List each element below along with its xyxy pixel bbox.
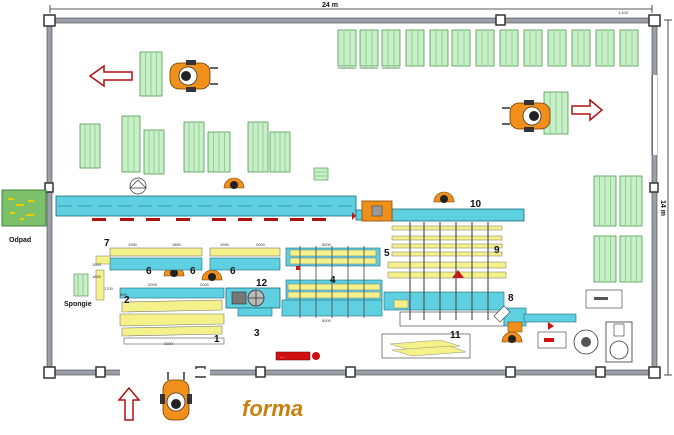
forklift-top-left-icon	[170, 60, 218, 92]
storage-rack	[248, 122, 268, 172]
storage-rack	[406, 30, 424, 66]
dimension-value: 1900	[92, 262, 102, 267]
conveyor-marker	[146, 218, 160, 221]
station-number: 11	[450, 330, 461, 341]
station-number: 9	[494, 245, 500, 256]
station-number: 6	[146, 266, 152, 277]
conveyor-markers	[92, 218, 326, 221]
station-number: 10	[470, 199, 482, 210]
dimension-value: 6500	[322, 242, 332, 247]
waste-area: Odpad	[2, 190, 46, 244]
operator-icon	[434, 192, 454, 203]
storage-rack	[620, 176, 642, 226]
dimension-value: 2000	[148, 282, 158, 287]
arrow-up-icon	[119, 388, 139, 420]
station-number: 8	[508, 293, 514, 304]
storage-rack	[338, 30, 356, 66]
spongie-label: Spongie	[64, 301, 92, 308]
station-number: 4	[330, 275, 336, 286]
station-number: 7	[104, 238, 110, 249]
storage-rack	[360, 30, 378, 66]
forklift-top-right-icon	[502, 100, 550, 132]
storage-rack	[140, 52, 162, 96]
storage-rack	[476, 30, 494, 66]
storage-rack	[594, 176, 616, 226]
storage-rack	[620, 236, 642, 282]
storage-rack	[596, 30, 614, 66]
storage-rack	[548, 30, 566, 66]
storage-rack	[430, 30, 448, 66]
conveyor-marker	[312, 218, 326, 221]
storage-rack	[620, 30, 638, 66]
dimension-value: 2000	[200, 282, 210, 287]
dimension-value: 1950	[128, 242, 138, 247]
arrow-right-icon	[572, 100, 602, 120]
operator-icon	[202, 270, 222, 281]
storage-rack	[524, 30, 542, 66]
storage-rack	[500, 30, 518, 66]
station-number: 6	[190, 266, 196, 277]
scale-label: 1:100	[618, 10, 629, 15]
station-number: 5	[384, 248, 390, 259]
width-label: 24 m	[322, 2, 338, 9]
storage-rack	[382, 30, 400, 66]
storage-rack	[452, 30, 470, 66]
dimension-value: 800	[120, 292, 127, 297]
conveyor-marker	[290, 218, 304, 221]
conveyor-marker	[238, 218, 252, 221]
arrow-left-icon	[90, 66, 132, 86]
dimension-value: 1800	[92, 274, 102, 279]
production-lines	[74, 212, 576, 344]
conveyor-marker	[92, 218, 106, 221]
conveyor-marker	[212, 218, 226, 221]
machine-tag-text: ...	[280, 354, 284, 360]
storage-rack	[338, 67, 356, 69]
storage-rack	[270, 132, 290, 172]
station-number: 6	[230, 266, 236, 277]
operator-icon	[224, 178, 244, 189]
dimension-value: 2000	[256, 242, 266, 247]
height-dimension: 14 m	[659, 20, 672, 375]
conveyor-marker	[264, 218, 278, 221]
dimension-value: 1850	[172, 242, 182, 247]
dimension-value: 1700	[104, 286, 114, 291]
dimension-value: 2300	[164, 341, 174, 346]
storage-racks	[80, 30, 642, 282]
storage-rack	[208, 132, 230, 172]
dimension-value: 5000	[322, 318, 332, 323]
height-label: 14 m	[659, 200, 666, 216]
waste-label: Odpad	[9, 237, 31, 244]
station-number: 3	[254, 328, 260, 339]
operator-icon	[502, 332, 522, 343]
forklift-bottom-icon	[160, 372, 192, 420]
storage-rack	[144, 130, 164, 174]
station-number: 12	[256, 278, 268, 289]
storage-rack	[572, 30, 590, 66]
storage-rack	[122, 116, 140, 172]
conveyor-marker	[120, 218, 134, 221]
dimension-value: 1950	[220, 242, 230, 247]
storage-rack	[594, 236, 616, 282]
storage-rack	[382, 67, 400, 69]
width-dimension: 24 m	[50, 2, 652, 13]
brand-logo: forma	[242, 396, 303, 421]
storage-rack	[80, 124, 100, 168]
storage-rack	[184, 122, 204, 172]
conveyor-marker	[176, 218, 190, 221]
storage-rack	[360, 67, 378, 69]
station-number: 1	[214, 334, 220, 345]
